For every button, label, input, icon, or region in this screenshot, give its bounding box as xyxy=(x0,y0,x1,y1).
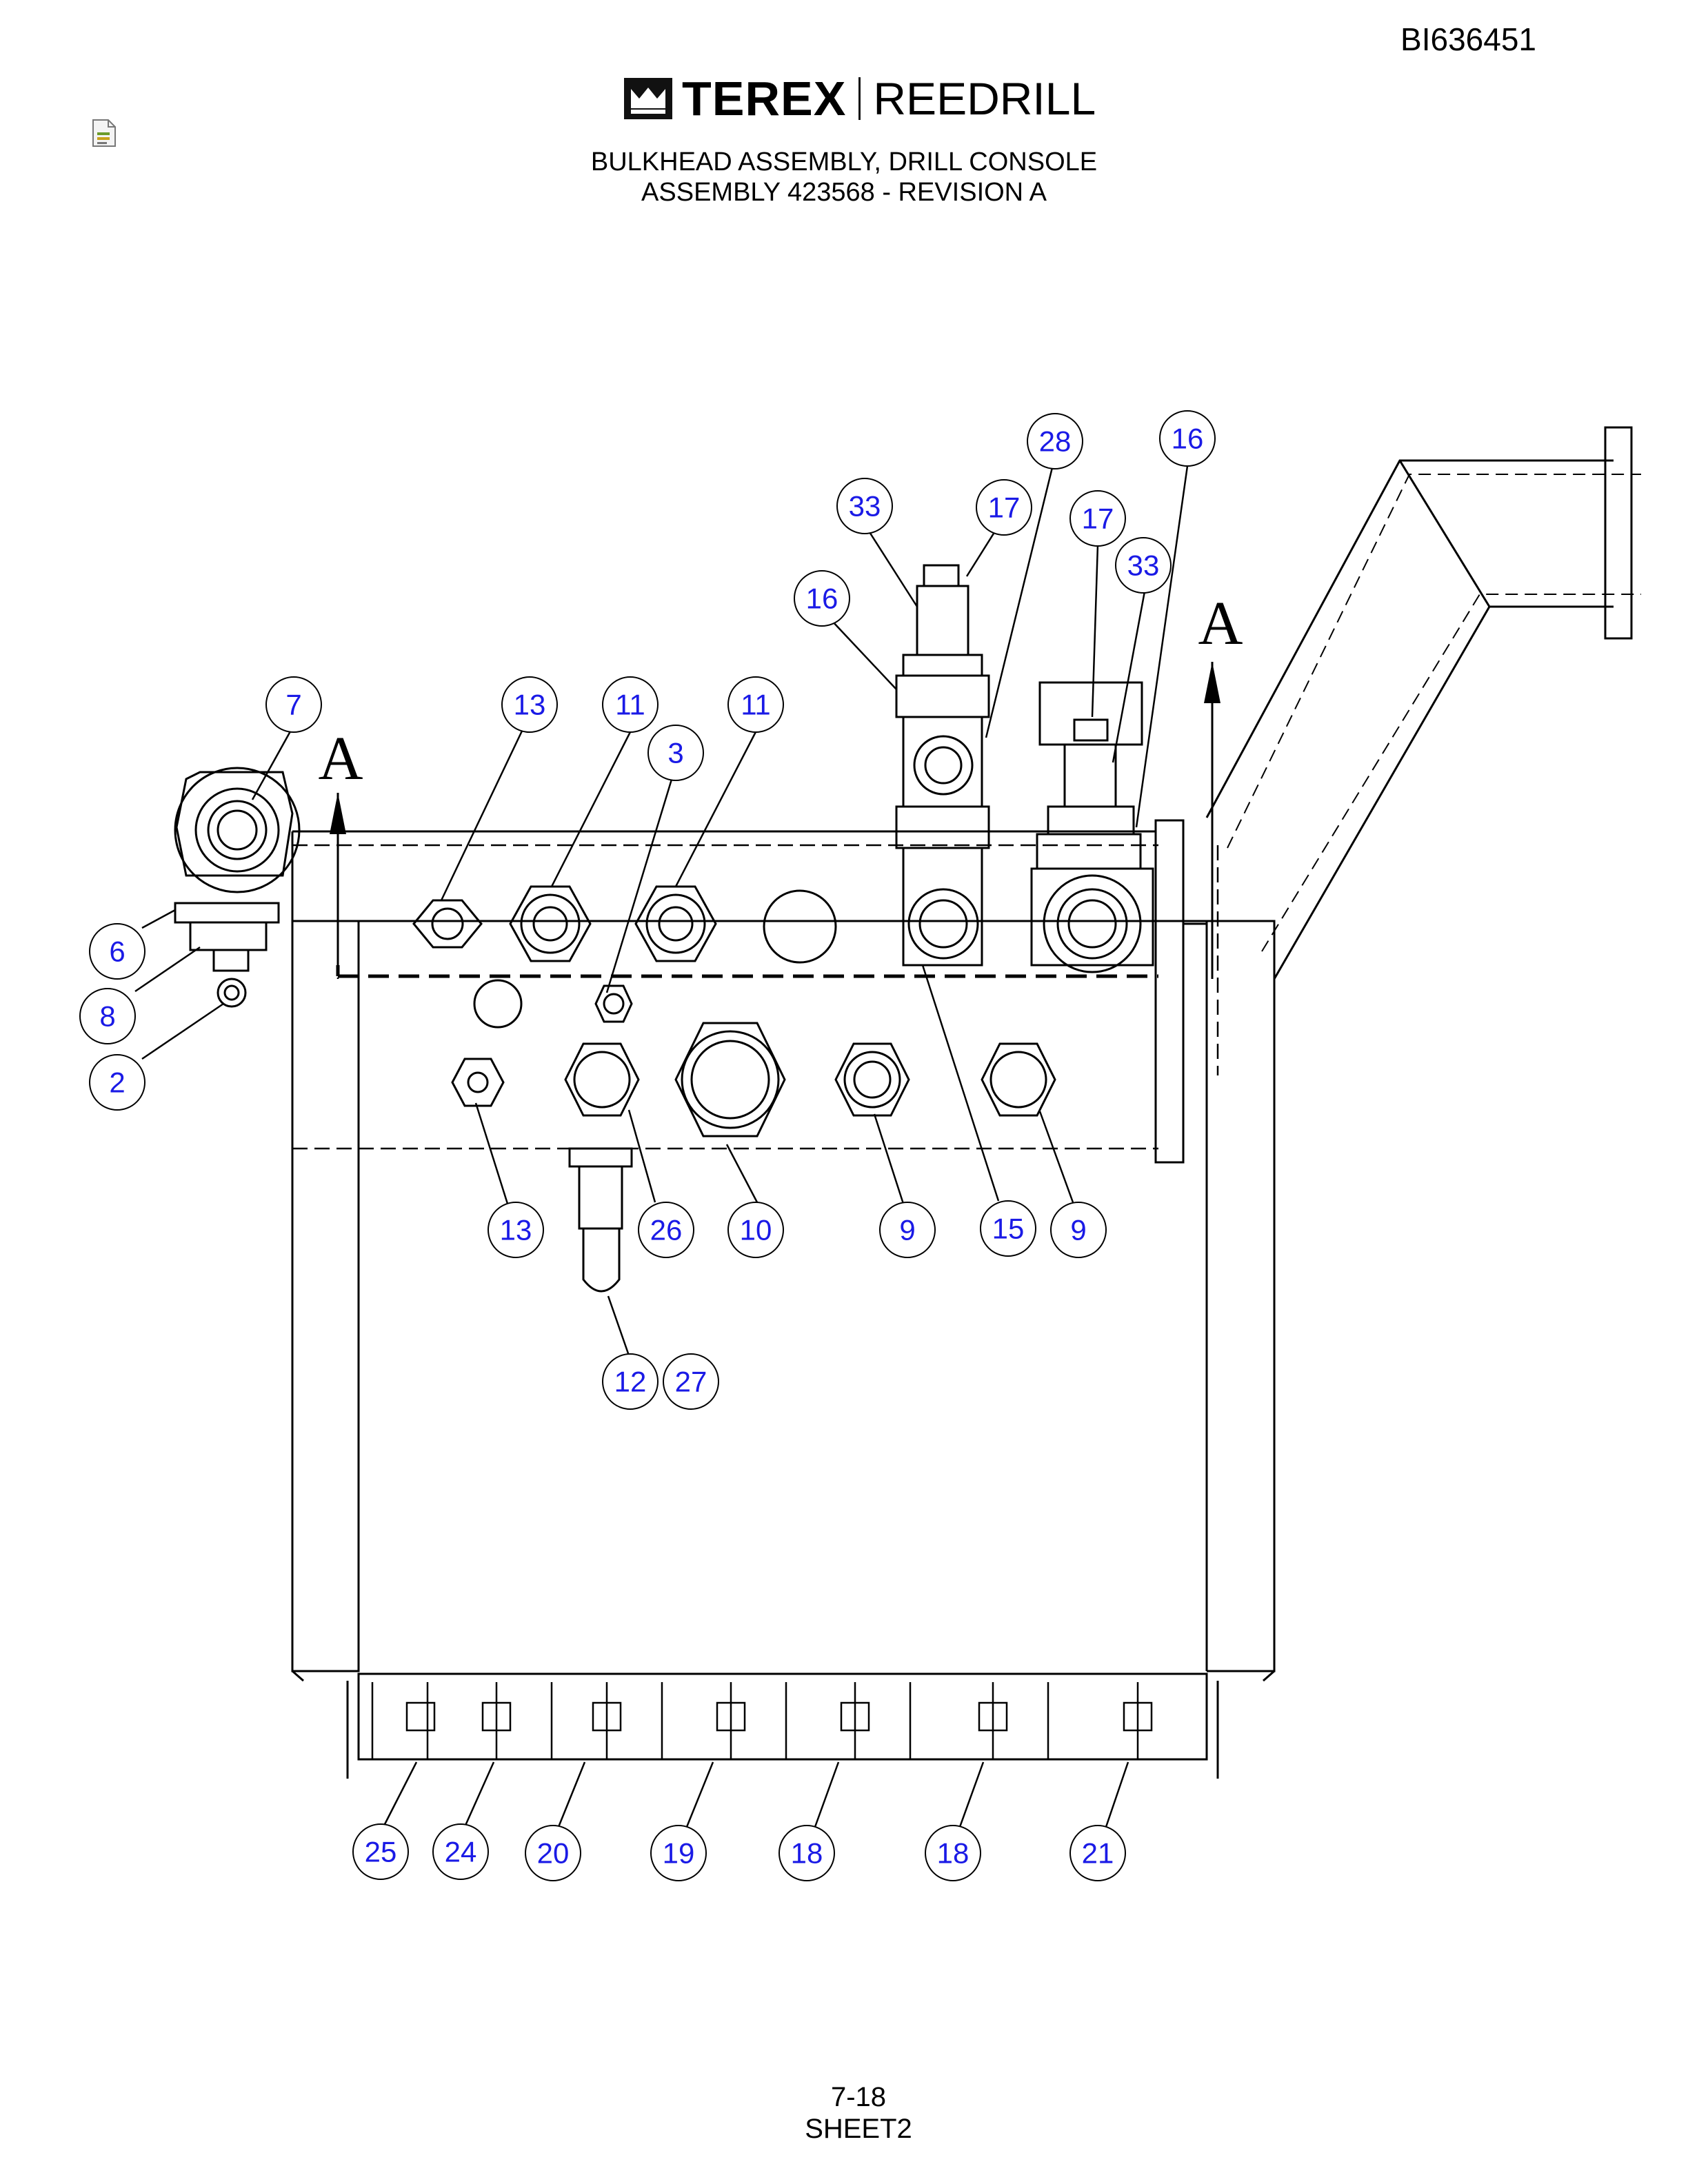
callout-27: 27 xyxy=(663,1353,719,1410)
callout-3-text: 3 xyxy=(667,737,683,769)
callout-8-text: 8 xyxy=(99,1000,115,1033)
callout-26: 26 xyxy=(638,1202,694,1258)
callout-bubbles: 28 16 33 17 17 33 16 7 13 11 11 3 6 8 2 … xyxy=(79,410,1216,1881)
callout-18-right: 18 xyxy=(925,1825,981,1881)
callout-11-right: 11 xyxy=(727,676,784,733)
callout-2: 2 xyxy=(89,1054,145,1111)
callout-7-text: 7 xyxy=(285,689,301,721)
callout-10-text: 10 xyxy=(740,1214,772,1246)
callout-13-top: 13 xyxy=(501,676,558,733)
section-arrow-head-left xyxy=(330,793,346,834)
terminal-rail xyxy=(357,1672,1208,1761)
callout-17-left-text: 17 xyxy=(988,492,1021,524)
callout-15: 15 xyxy=(980,1200,1036,1257)
callout-12-text: 12 xyxy=(614,1366,647,1398)
drawing-title-line2: ASSEMBLY 423568 - REVISION A xyxy=(641,178,1047,207)
drawing-title-line1: BULKHEAD ASSEMBLY, DRILL CONSOLE xyxy=(590,148,1098,176)
callout-13-top-text: 13 xyxy=(514,689,546,721)
callout-18-left-text: 18 xyxy=(791,1837,823,1870)
fittings-row-1 xyxy=(412,885,837,964)
callout-7: 7 xyxy=(265,676,322,733)
right-valve xyxy=(1030,681,1154,973)
callout-25-text: 25 xyxy=(365,1836,397,1868)
panel-outline xyxy=(291,920,360,1672)
callout-17-right-text: 17 xyxy=(1082,503,1114,535)
section-label-right: A xyxy=(1198,589,1243,658)
logo-brand: TEREX xyxy=(682,72,847,125)
callout-15-text: 15 xyxy=(992,1213,1025,1245)
callout-11-right-text: 11 xyxy=(741,689,771,721)
callout-26-text: 26 xyxy=(650,1214,683,1246)
callout-11-left: 11 xyxy=(602,676,659,733)
terminal-blocks xyxy=(371,1682,1153,1759)
drawing-title: BULKHEAD ASSEMBLY, DRILL CONSOLE xyxy=(0,148,1688,177)
callout-9-right-text: 9 xyxy=(1070,1214,1086,1246)
callout-2-text: 2 xyxy=(109,1066,125,1099)
callout-19-text: 19 xyxy=(663,1837,695,1870)
page-number: 7-18 xyxy=(830,2082,887,2112)
callout-16-left: 16 xyxy=(794,570,850,627)
callout-10: 10 xyxy=(727,1202,784,1258)
callout-13-bottom-text: 13 xyxy=(500,1214,532,1246)
callout-19: 19 xyxy=(650,1825,707,1881)
callout-24: 24 xyxy=(432,1823,489,1880)
document-id: BI636451 xyxy=(1400,21,1536,57)
logo-divider xyxy=(858,77,861,120)
center-valve-stack xyxy=(895,564,990,967)
callout-17-right: 17 xyxy=(1069,490,1126,547)
callout-20-text: 20 xyxy=(537,1837,570,1870)
document-attachment-icon[interactable] xyxy=(92,119,117,148)
section-arrow-head-right xyxy=(1204,662,1220,703)
callout-28: 28 xyxy=(1027,413,1083,469)
callout-18-left: 18 xyxy=(778,1825,835,1881)
callout-16-top-text: 16 xyxy=(1172,423,1204,455)
callout-33-left: 33 xyxy=(836,478,893,534)
left-elbow-fitting xyxy=(174,767,301,1008)
crown-logo-icon xyxy=(624,78,672,119)
callout-17-left: 17 xyxy=(976,479,1032,536)
section-label-left: A xyxy=(319,725,363,793)
callout-28-text: 28 xyxy=(1039,425,1072,458)
callout-16-top: 16 xyxy=(1159,410,1216,467)
callout-33-right-text: 33 xyxy=(1127,549,1160,582)
callout-20: 20 xyxy=(525,1825,581,1881)
callout-9-left-text: 9 xyxy=(899,1214,915,1246)
callout-3: 3 xyxy=(647,725,704,781)
callout-6: 6 xyxy=(89,923,145,980)
upper-arm xyxy=(1205,426,1633,980)
sheet-label: SHEET2 xyxy=(805,2114,912,2144)
callout-25: 25 xyxy=(352,1823,409,1880)
callout-8: 8 xyxy=(79,988,136,1044)
drawing-subtitle: ASSEMBLY 423568 - REVISION A xyxy=(0,178,1688,208)
callout-9-left: 9 xyxy=(879,1202,936,1258)
fittings-row-2 xyxy=(451,979,1056,1138)
callout-33-right: 33 xyxy=(1115,537,1172,594)
terex-reedrill-logo: TEREX REEDRILL xyxy=(624,74,1096,123)
callout-6-text: 6 xyxy=(109,936,125,968)
callout-21: 21 xyxy=(1069,1825,1126,1881)
callout-16-left-text: 16 xyxy=(806,583,838,615)
callout-13-bottom: 13 xyxy=(488,1202,544,1258)
mounting-bracket xyxy=(1154,819,1185,1164)
callout-24-text: 24 xyxy=(445,1836,477,1868)
callout-11-left-text: 11 xyxy=(615,689,645,721)
callout-12: 12 xyxy=(602,1353,659,1410)
leader-lines xyxy=(134,456,1189,1828)
callout-21-text: 21 xyxy=(1082,1837,1114,1870)
bottom-elbow-fitting xyxy=(568,1147,633,1293)
callout-18-right-text: 18 xyxy=(937,1837,969,1870)
callout-27-text: 27 xyxy=(675,1366,707,1398)
logo-division: REEDRILL xyxy=(873,73,1096,124)
callout-9-right: 9 xyxy=(1050,1202,1107,1258)
callout-33-left-text: 33 xyxy=(849,490,881,523)
